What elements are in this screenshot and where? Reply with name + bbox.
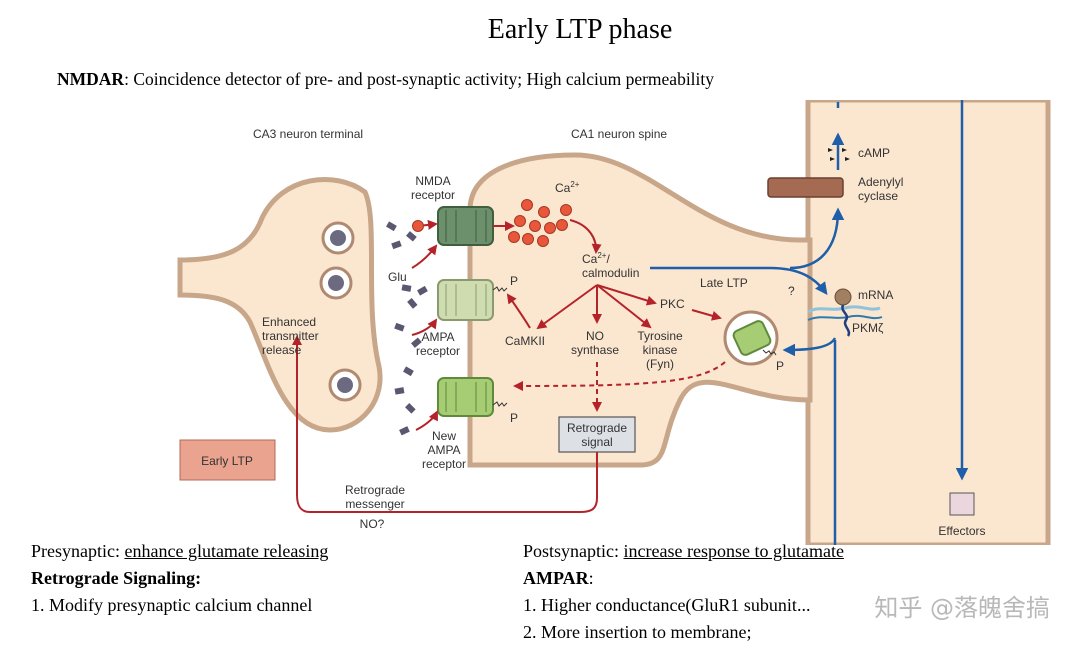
ampar-heading: AMPAR: (523, 568, 594, 588)
mrna-label: mRNA (858, 288, 893, 302)
camp-molecules (828, 148, 850, 161)
ampar-item-1: 1. Higher conductance(GluR1 subunit... (523, 595, 811, 615)
p-label-vesicle: P (776, 359, 784, 373)
ampar-item-2: 2. More insertion to membrane; (523, 622, 752, 642)
glu-particle-red (412, 220, 424, 232)
pkmz-protein (841, 304, 851, 337)
p-label-new-ampa: P (510, 411, 518, 425)
to-camkii-arrow (536, 284, 598, 330)
to-adenylyl-arrow (789, 207, 845, 270)
vesicle-ampa-receptor (732, 320, 772, 356)
phosphate-tag (762, 349, 777, 356)
nmda-receptor (437, 206, 494, 246)
pkmz-label: PKMζ (852, 321, 884, 335)
camkii-label: CaMKII (505, 334, 545, 348)
ribosome (834, 288, 852, 306)
nmdar-description: NMDAR: Coincidence detector of pre- and … (57, 69, 714, 90)
adenylyl-cyclase-shape (767, 177, 844, 198)
page-title: Early LTP phase (487, 14, 673, 45)
pkc-to-vesicle-arrow (691, 309, 722, 321)
nmdar-term: NMDAR (57, 69, 125, 89)
ca1-label: CA1 neuron spine (571, 127, 667, 141)
glu-arrow (415, 410, 438, 431)
late-ltp-arrow (650, 266, 828, 296)
p-label-ampa: P (510, 274, 518, 288)
ca3-label: CA3 neuron terminal (253, 127, 363, 141)
insertion-dashed-arrow (513, 361, 726, 391)
question-label: ? (788, 284, 795, 298)
camp-label: cAMP (858, 146, 890, 160)
effectors-box (949, 492, 975, 516)
retrograde-item: 1. Modify presynaptic calcium channel (31, 595, 313, 615)
pkc-label: PKC (660, 297, 685, 311)
vesicle (321, 221, 355, 255)
presynaptic-text: enhance glutamate releasing (124, 541, 329, 561)
postsynaptic-line: Postsynaptic: increase response to gluta… (523, 541, 844, 561)
late-ltp-label: Late LTP (700, 276, 748, 290)
to-pkc-arrow (596, 284, 657, 306)
glu-arrow (411, 318, 438, 336)
watermark: 知乎 @落魄舍搞 (874, 594, 1050, 622)
presynaptic-line: Presynaptic: enhance glutamate releasing (31, 541, 329, 561)
early-ltp-box (179, 439, 276, 481)
calmodulin-label: Ca2+/calmodulin (582, 251, 639, 280)
nmdar-text: : Coincidence detector of pre- and post-… (124, 69, 715, 89)
ca-to-calmodulin-arrow (569, 219, 602, 254)
retrograde-signal-box (558, 416, 636, 453)
camkii-to-ampa-arrow (506, 293, 531, 329)
calcium-ions (508, 199, 572, 247)
mrna-strand (807, 305, 881, 314)
effectors-label: Effectors (938, 524, 985, 538)
ca1-spine (467, 152, 813, 468)
pkmz-arrow (782, 337, 837, 357)
new-ampa-receptor (437, 377, 494, 417)
retrograde-heading: Retrograde Signaling: (31, 568, 202, 588)
postsynaptic-text: increase response to glutamate (623, 541, 844, 561)
to-tyrosine-kinase-arrow (596, 284, 652, 329)
retrograde-messenger-arrow (292, 335, 598, 513)
ampa-receptor (437, 279, 494, 321)
phosphate-tag (492, 401, 508, 407)
no-question-label: NO? (360, 517, 385, 531)
vesicle (328, 368, 362, 402)
glutamate-particles (386, 221, 428, 436)
phosphate-tag (492, 286, 508, 292)
glu-arrow (411, 244, 438, 269)
ca-label: Ca2+ (555, 180, 580, 195)
glu-label: Glu (388, 270, 407, 284)
vesicle (319, 266, 353, 300)
early-ltp-label: Early LTP (201, 454, 253, 468)
ltp-diagram: CA3 neuron terminal CA1 neuron spine NMD… (177, 100, 1051, 545)
